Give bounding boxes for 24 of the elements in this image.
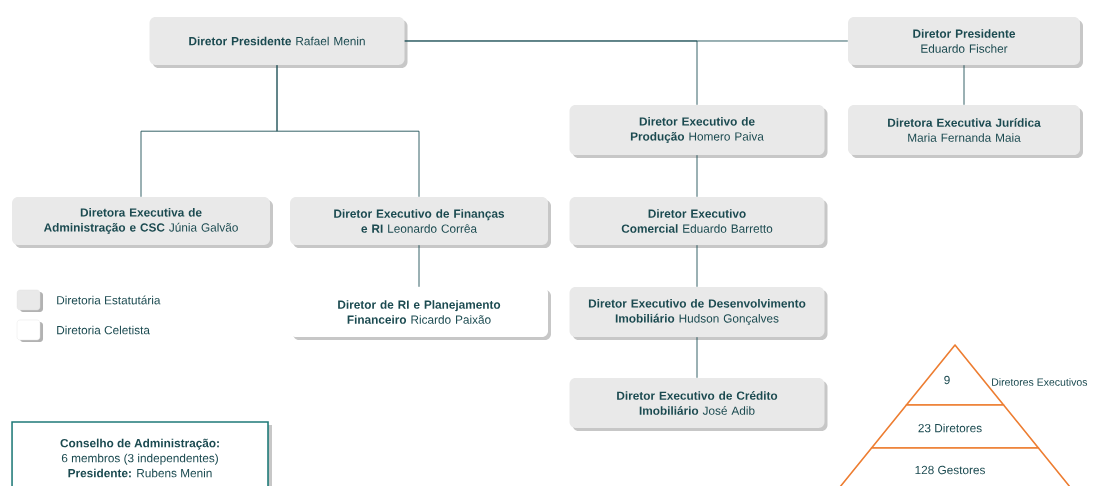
director-box: Diretor Presidente Rafael Menin xyxy=(149,17,408,68)
pyramid-tier: 128 Gestores xyxy=(828,447,1082,486)
director-box: Diretor Executivo de Finanças e RI Leonardo Corrêa xyxy=(290,197,551,248)
director-box: Diretor de RI e Planejamento Financeiro Ricardo Paixão xyxy=(290,287,551,340)
director-box: Diretor Executivo de Crédito Imobiliário José Adib xyxy=(569,378,828,431)
connector-line xyxy=(696,336,698,379)
connector-line xyxy=(963,64,965,106)
director-box: Diretora Executiva Jurídica Maria Fernanda Maia xyxy=(848,105,1083,158)
legend-label: Diretoria Celetista xyxy=(57,325,150,335)
director-box: Diretor Presidente Eduardo Fischer xyxy=(848,17,1083,68)
node-label: 128 Gestores xyxy=(915,465,985,475)
connector-line xyxy=(696,154,698,198)
pyramid-tier: 23 Diretores xyxy=(870,404,1040,449)
director-box: Diretor Executivo de Desenvolvimento Imobiliário Hudson Gonçalves xyxy=(569,287,828,340)
director-box: Diretora Executiva de Administração e CSC Júnia Galvão xyxy=(12,197,273,248)
board-box: Conselho de Administração: 6 membros (3 independentes) Presidente: Rubens Menin xyxy=(11,421,272,486)
connector-line xyxy=(404,40,698,106)
connector-line xyxy=(418,244,420,288)
tier-caption: Diretores Executivos xyxy=(992,378,1088,386)
connector-line xyxy=(696,244,698,288)
director-box: Diretor Executivo Comercial Eduardo Barretto xyxy=(569,197,828,248)
connector-line xyxy=(276,64,420,198)
director-box: Diretor Executivo de Produção Homero Paiva xyxy=(569,105,828,158)
legend-label: Diretoria Estatutária xyxy=(57,295,161,305)
